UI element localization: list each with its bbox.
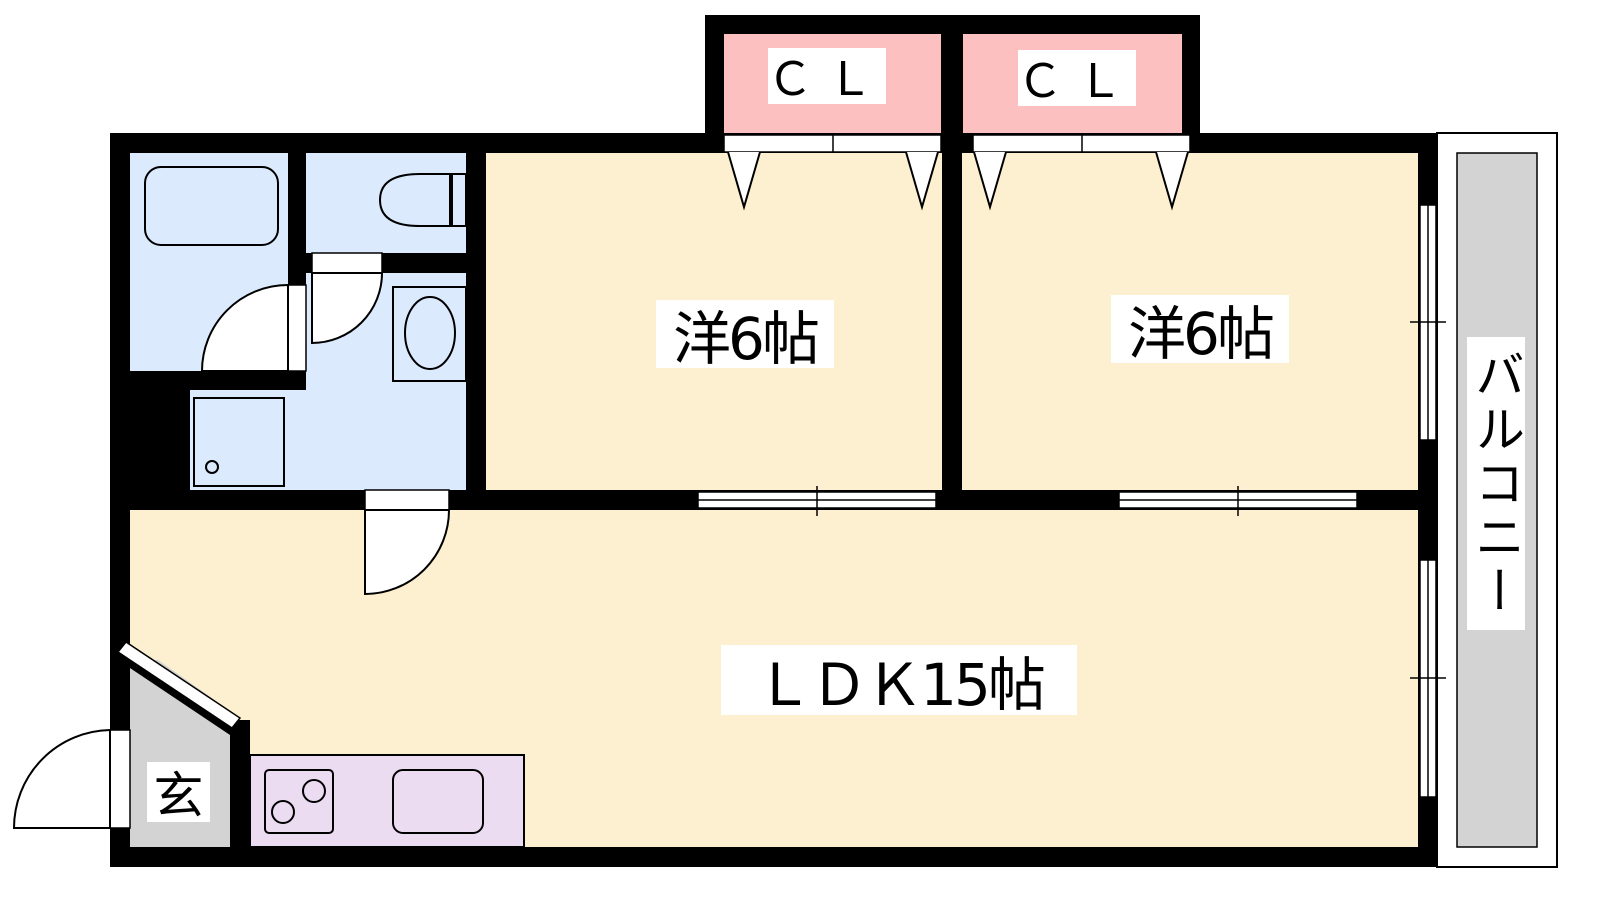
washbasin-icon <box>404 296 456 370</box>
ldk-label: ＬＤＫ15帖 <box>721 645 1077 719</box>
toilet-door[interactable] <box>311 252 384 345</box>
ldk-sliding-door-left[interactable] <box>697 486 937 516</box>
washbasin-counter <box>392 286 467 382</box>
bathtub-icon <box>144 166 279 246</box>
sink-icon <box>392 769 484 834</box>
entrance-label: 玄 <box>147 762 210 825</box>
closet-right-doors[interactable] <box>972 134 1191 211</box>
stove-icon <box>264 769 334 834</box>
bath-door[interactable] <box>200 283 307 372</box>
balcony-window-lower[interactable] <box>1410 559 1446 798</box>
burner-icon <box>302 779 326 803</box>
toilet-floor <box>306 153 466 253</box>
closet-left-label: ＣＬ <box>767 48 886 106</box>
washroom-door[interactable] <box>364 489 451 596</box>
western-room-right-label: 洋6帖 <box>1111 295 1289 368</box>
burner-icon <box>271 800 295 824</box>
closet-left-doors[interactable] <box>723 134 942 211</box>
closet-right-label: ＣＬ <box>1017 50 1136 108</box>
balcony-window-upper[interactable] <box>1410 204 1446 441</box>
balcony-label: バルコニー <box>1467 337 1525 630</box>
ldk-corner-fill <box>130 510 524 755</box>
front-door[interactable] <box>12 728 131 829</box>
washroom-floor-lower <box>190 390 466 490</box>
washing-machine-pan <box>193 397 285 487</box>
entrance-angle-wall <box>118 650 250 847</box>
entrance-step-edge <box>116 640 242 730</box>
western-room-left-label: 洋6帖 <box>656 300 834 373</box>
ldk-sliding-door-right[interactable] <box>1118 486 1358 516</box>
toilet-icon <box>378 173 467 227</box>
drain-icon <box>205 460 219 474</box>
